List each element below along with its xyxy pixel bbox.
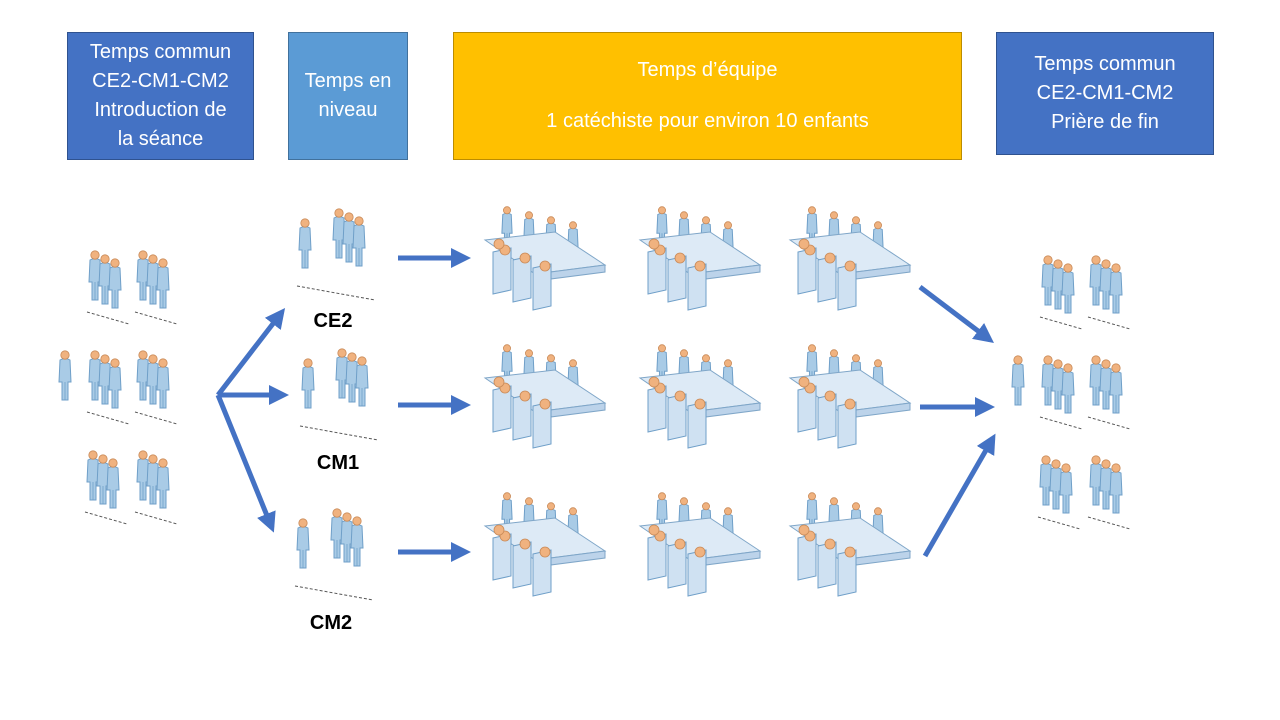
person-icon [350,516,364,567]
person-icon [58,350,72,401]
person-icon [340,512,354,563]
person-icon [156,358,170,409]
common-intro-box: Temps commun CE2-CM1-CM2 Introduction de… [67,32,254,160]
common-intro-line-4: la séance [117,128,204,150]
team-table-6 [788,344,912,449]
person-icon [108,358,122,409]
person-icon [106,458,120,509]
team-time-subtitle: 1 catéchiste pour environ 10 enfants [546,110,869,132]
person-icon [1051,259,1065,310]
person-icon [1039,455,1053,506]
person-icon [345,352,359,403]
person-icon [330,508,344,559]
level-label-ce2: CE2 [313,310,353,332]
level-group-cm2 [294,508,374,601]
person-icon [96,454,110,505]
person-icon [1049,459,1063,510]
arrow-to-cm2 [215,394,276,533]
team-table-4 [483,344,607,449]
person-icon [1099,459,1113,510]
person-icon [1109,363,1123,414]
person-icon [342,212,356,263]
team-table-5 [638,344,762,449]
person-icon [1059,463,1073,514]
person-icon [88,250,102,301]
person-icon [146,354,160,405]
level-group-ce2 [296,208,376,301]
person-icon [1011,355,1025,406]
level-time-line-2: niveau [318,99,378,121]
common-intro-line-2: CE2-CM1-CM2 [92,70,229,92]
team-time-title: Temps d’équipe [637,59,778,81]
person-icon [1041,355,1055,406]
person-icon [1099,359,1113,410]
level-time-line-1: Temps en [304,70,392,92]
common-end-line-2: CE2-CM1-CM2 [1036,82,1174,104]
team-table-7 [483,492,607,597]
person-icon [1041,255,1055,306]
level-group-cm1 [299,348,379,441]
person-icon [156,258,170,309]
common-intro-line-3: Introduction de [94,99,227,121]
person-icon [136,450,150,501]
person-icon [1061,263,1075,314]
person-icon [136,250,150,301]
person-icon [146,254,160,305]
person-icon [88,350,102,401]
level-label-cm1: CM1 [316,452,360,474]
team-table-3 [788,206,912,311]
person-icon [1089,355,1103,406]
arrow-teams-end-1 [918,285,994,344]
common-intro-line-1: Temps commun [89,41,232,63]
team-time-box: Temps d’équipe 1 catéchiste pour environ… [453,32,962,160]
level-label-cm2: CM2 [309,612,353,634]
person-icon [296,518,310,569]
person-icon [98,354,112,405]
team-table-9 [788,492,912,597]
person-icon [86,450,100,501]
team-table-2 [638,206,762,311]
person-icon [98,254,112,305]
person-icon [108,258,122,309]
arrow-to-ce2 [216,308,286,397]
person-icon [1089,255,1103,306]
team-table-8 [638,492,762,597]
person-icon [298,218,312,269]
group-all-start [58,250,178,525]
person-icon [1051,359,1065,410]
common-end-box: Temps commun CE2-CM1-CM2 Prière de fin [996,32,1214,155]
person-icon [146,454,160,505]
person-icon [352,216,366,267]
person-icon [1109,463,1123,514]
team-table-1 [483,206,607,311]
person-icon [1089,455,1103,506]
arrow-teams-end-3 [922,433,996,558]
person-icon [1099,259,1113,310]
person-icon [1109,263,1123,314]
common-end-line-1: Temps commun [1034,53,1176,75]
person-icon [1061,363,1075,414]
person-icon [335,348,349,399]
person-icon [355,356,369,407]
group-all-end [1011,255,1131,530]
common-end-line-3: Prière de fin [1051,111,1159,133]
person-icon [136,350,150,401]
person-icon [156,458,170,509]
level-time-box: Temps en niveau [288,32,408,160]
person-icon [332,208,346,259]
person-icon [301,358,315,409]
